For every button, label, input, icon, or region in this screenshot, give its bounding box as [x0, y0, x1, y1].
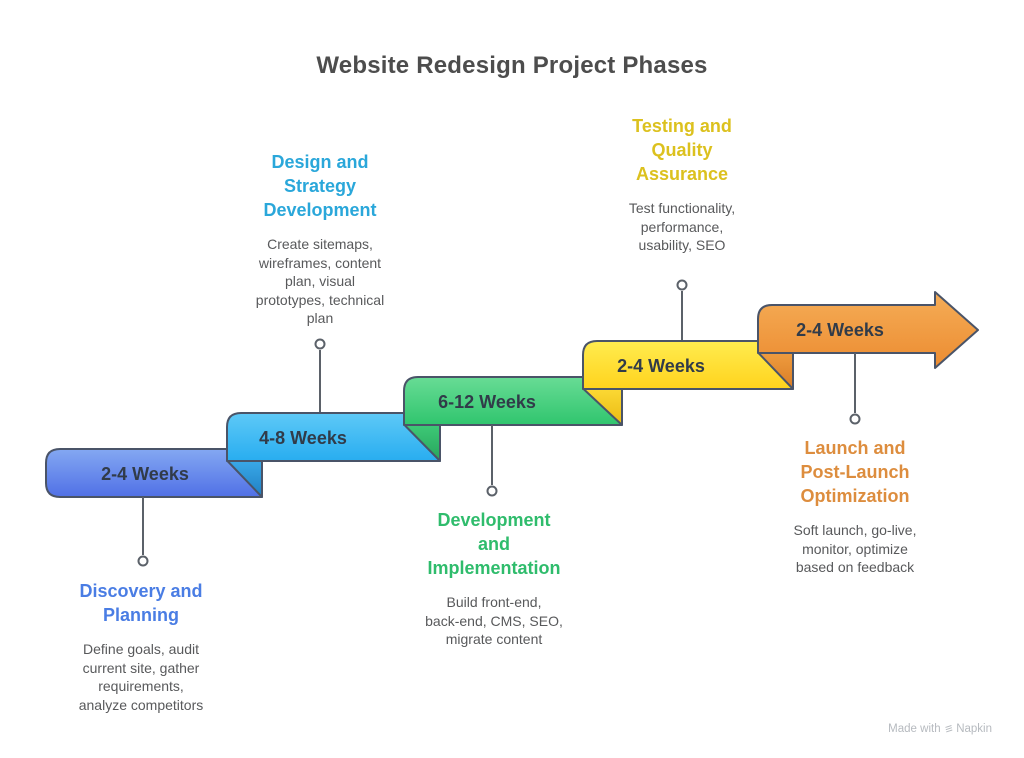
connector-dot-phase-1	[137, 555, 149, 567]
ribbon-phase-3	[403, 376, 623, 426]
phase-heading-launch: Launch and Post-Launch Optimization	[800, 438, 910, 506]
ribbon-duration-phase-5: 2-4 Weeks	[796, 320, 884, 340]
connector-dot-phase-4	[676, 279, 688, 291]
phase-heading-discovery: Discovery and Planning	[79, 581, 203, 625]
phase-block-discovery: Discovery and Planning Define goals, aud…	[41, 579, 241, 714]
phase-description-testing: Test functionality, performance, usabili…	[628, 200, 736, 253]
ribbon-duration-phase-1: 2-4 Weeks	[101, 464, 189, 484]
ribbon-phase-5-arrow	[757, 291, 979, 369]
phase-description-launch: Soft launch, go-live, monitor, optimize …	[793, 522, 917, 575]
phase-description-discovery: Define goals, audit current site, gather…	[78, 641, 204, 713]
ribbon-duration-phase-3: 6-12 Weeks	[438, 392, 536, 412]
watermark: Made with ≡ Napkin	[888, 719, 992, 738]
phase-block-testing: Testing and Quality Assurance Test funct…	[582, 114, 782, 255]
ribbon-duration-phase-2: 4-8 Weeks	[259, 428, 347, 448]
phase-heading-development: Development and Implementation	[427, 510, 561, 578]
connector-dot-phase-5	[849, 413, 861, 425]
ribbon-duration-phase-4: 2-4 Weeks	[617, 356, 705, 376]
phase-description-design: Create sitemaps, wireframes, content pla…	[255, 236, 385, 326]
phase-description-development: Build front-end, back-end, CMS, SEO, mig…	[425, 594, 563, 647]
phase-heading-design: Design and Strategy Development	[263, 152, 377, 220]
phase-heading-testing: Testing and Quality Assurance	[632, 116, 732, 184]
phase-block-development: Development and Implementation Build fro…	[394, 508, 594, 649]
watermark-prefix: Made with	[888, 722, 941, 735]
phase-block-launch: Launch and Post-Launch Optimization Soft…	[755, 436, 955, 577]
phase-block-design: Design and Strategy Development Create s…	[220, 150, 420, 328]
connector-dot-phase-3	[486, 485, 498, 497]
ribbon-phase-4	[582, 340, 794, 390]
ribbon-phase-2	[226, 412, 441, 462]
napkin-logo-icon: ≡	[943, 719, 954, 738]
watermark-brand: Napkin	[956, 722, 992, 735]
ribbon-phase-1	[45, 448, 263, 498]
diagram-title: Website Redesign Project Phases	[316, 52, 708, 79]
connector-dot-phase-2	[314, 338, 326, 350]
